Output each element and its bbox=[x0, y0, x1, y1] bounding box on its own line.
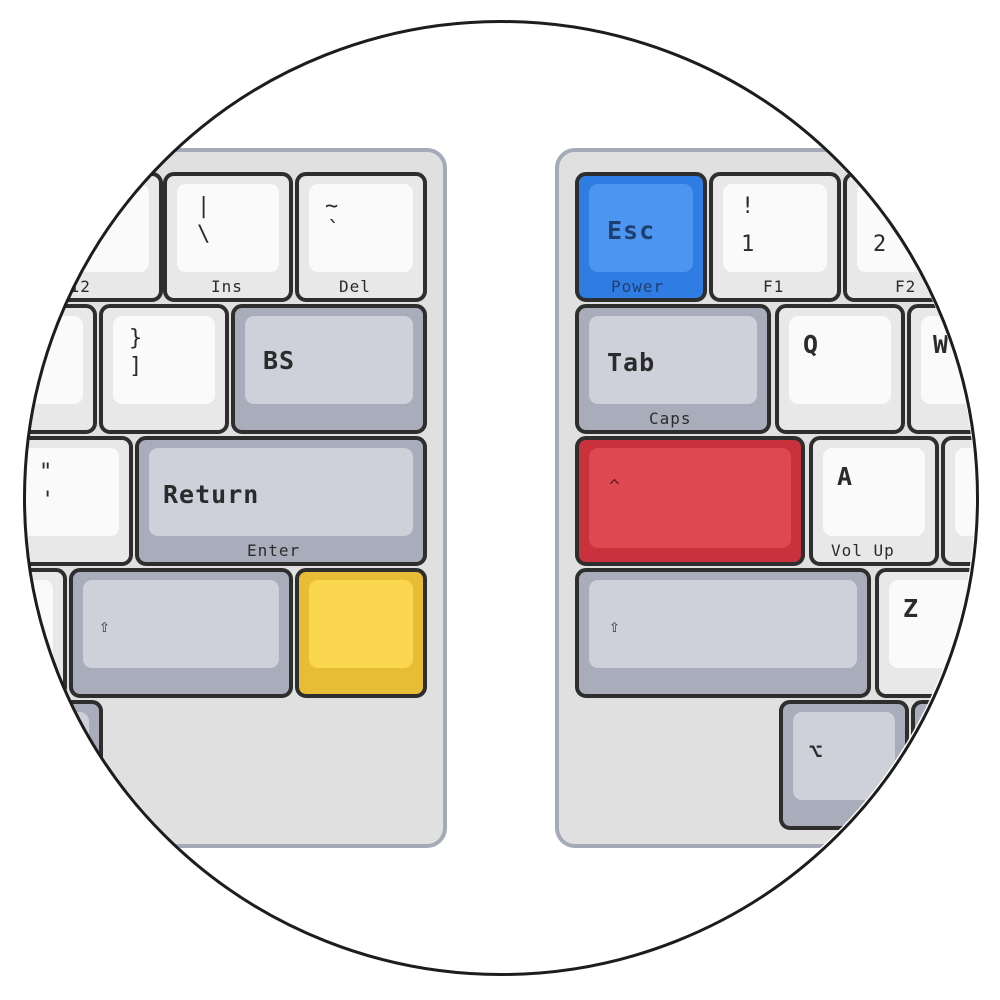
key-slash[interactable] bbox=[25, 568, 67, 698]
key-yellow-accent[interactable] bbox=[295, 568, 427, 698]
key-right-shift-label: ⇧ bbox=[99, 616, 110, 637]
key-rbracket-shift-label: } bbox=[129, 326, 143, 351]
key-f12[interactable]: F12 bbox=[25, 172, 163, 302]
key-lbracket[interactable] bbox=[25, 304, 97, 434]
key-grave-base-label: ` bbox=[327, 218, 341, 243]
key-ctrl[interactable]: ^ bbox=[575, 436, 805, 566]
key-q[interactable]: Q bbox=[775, 304, 905, 434]
key-cmd[interactable] bbox=[911, 700, 975, 830]
key-w[interactable]: W bbox=[907, 304, 975, 434]
key-a-sub-label: Vol Up bbox=[831, 541, 895, 560]
key-left-shift-label: ⇧ bbox=[609, 616, 620, 637]
key-2[interactable]: 2 F2 bbox=[843, 172, 975, 302]
key-quote-base-label: ' bbox=[41, 488, 55, 513]
key-tab-label: Tab bbox=[607, 348, 656, 377]
key-z[interactable]: Z bbox=[875, 568, 975, 698]
key-esc[interactable]: Esc Power bbox=[575, 172, 707, 302]
key-quote-shift-label: " bbox=[39, 460, 53, 485]
key-backspace-label: BS bbox=[263, 346, 296, 375]
key-backslash[interactable]: | \ Ins bbox=[163, 172, 293, 302]
key-alt[interactable]: ⌥ bbox=[779, 700, 909, 830]
key-a-label: A bbox=[837, 462, 854, 491]
key-esc-label: Esc bbox=[607, 216, 656, 245]
key-backslash-base-label: \ bbox=[197, 222, 211, 247]
key-backslash-shift-label: | bbox=[197, 194, 211, 219]
key-tab[interactable]: Tab Caps bbox=[575, 304, 771, 434]
key-grave[interactable]: ~ ` Del bbox=[295, 172, 427, 302]
key-w-label: W bbox=[933, 330, 950, 359]
key-1-shift-label: ! bbox=[741, 194, 755, 219]
magnified-keyboard-view: F12 | \ Ins ~ ` Del } ] BS " ' Return En… bbox=[25, 22, 975, 972]
key-esc-sub-label: Power bbox=[611, 277, 665, 296]
key-1-base-label: 1 bbox=[741, 232, 755, 257]
key-1-sub-label: F1 bbox=[763, 277, 785, 296]
key-ctrl-label: ^ bbox=[609, 476, 620, 497]
key-backspace[interactable]: BS bbox=[231, 304, 427, 434]
key-s[interactable] bbox=[941, 436, 975, 566]
key-tab-sub-label: Caps bbox=[649, 409, 692, 428]
key-q-label: Q bbox=[803, 330, 820, 359]
key-left-bottom[interactable] bbox=[25, 700, 103, 830]
key-return-sub-label: Enter bbox=[247, 541, 301, 560]
key-backslash-sub-label: Ins bbox=[211, 277, 243, 296]
key-f12-sub-label: F12 bbox=[59, 277, 91, 296]
key-z-label: Z bbox=[903, 594, 920, 623]
key-grave-sub-label: Del bbox=[339, 277, 371, 296]
key-rbracket-base-label: ] bbox=[129, 354, 143, 379]
key-return-label: Return bbox=[163, 480, 260, 509]
key-1[interactable]: ! 1 F1 bbox=[709, 172, 841, 302]
key-right-shift[interactable]: ⇧ bbox=[69, 568, 293, 698]
key-alt-label: ⌥ bbox=[809, 740, 823, 765]
key-a[interactable]: A Vol Up bbox=[809, 436, 939, 566]
key-quote[interactable]: " ' bbox=[25, 436, 133, 566]
key-2-sub-label: F2 bbox=[895, 277, 917, 296]
key-rbracket[interactable]: } ] bbox=[99, 304, 229, 434]
key-2-base-label: 2 bbox=[873, 232, 887, 257]
key-return[interactable]: Return Enter bbox=[135, 436, 427, 566]
key-left-shift[interactable]: ⇧ bbox=[575, 568, 871, 698]
key-grave-shift-label: ~ bbox=[325, 194, 339, 219]
